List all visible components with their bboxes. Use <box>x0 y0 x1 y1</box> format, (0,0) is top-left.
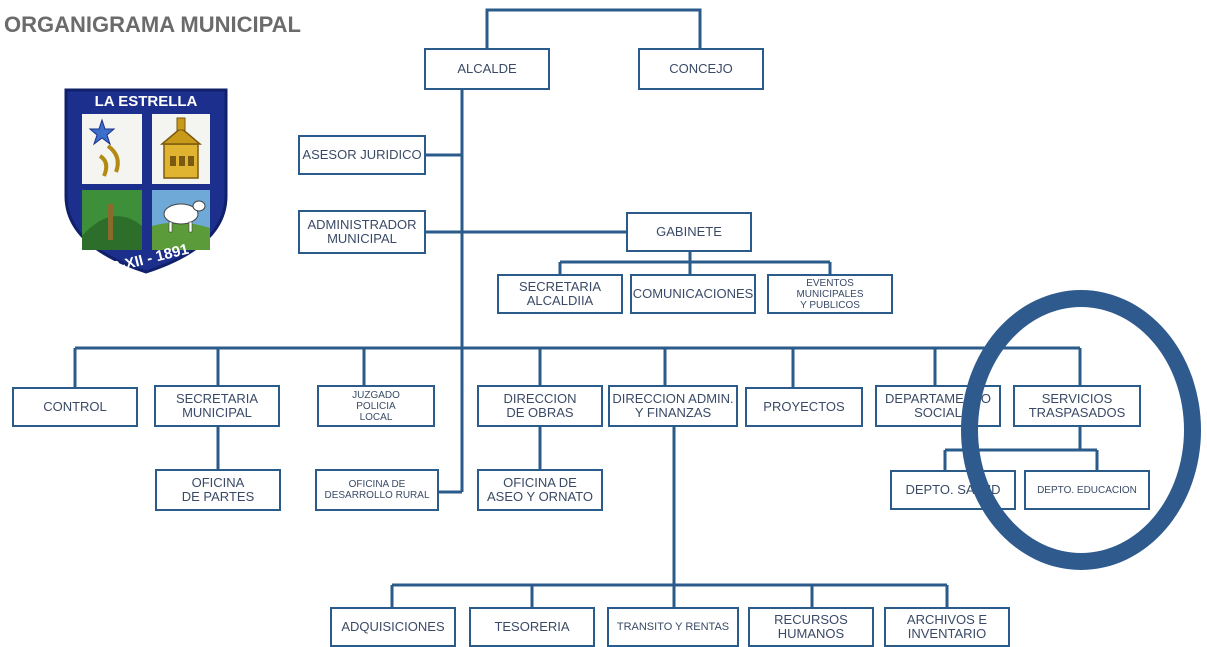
node-control: CONTROL <box>12 387 138 427</box>
node-oficina-partes: OFICINA DE PARTES <box>155 469 281 511</box>
node-tesoreria: TESORERIA <box>469 607 595 647</box>
node-proyectos: PROYECTOS <box>745 387 863 427</box>
node-oficina-desarrollo-rural: OFICINA DE DESARROLLO RURAL <box>315 469 439 511</box>
node-comunicaciones: COMUNICACIONES <box>630 274 756 314</box>
node-gabinete: GABINETE <box>626 212 752 252</box>
node-recursos-humanos: RECURSOS HUMANOS <box>748 607 874 647</box>
node-eventos: EVENTOS MUNICIPALES Y PUBLICOS <box>767 274 893 314</box>
node-oficina-aseo: OFICINA DE ASEO Y ORNATO <box>477 469 603 511</box>
node-alcalde: ALCALDE <box>424 48 550 90</box>
node-archivos-inventario: ARCHIVOS E INVENTARIO <box>884 607 1010 647</box>
crest-name: LA ESTRELLA <box>95 93 198 110</box>
node-secretaria-municipal: SECRETARIA MUNICIPAL <box>154 385 280 427</box>
node-direccion-admin: DIRECCION ADMIN. Y FINANZAS <box>608 385 738 427</box>
node-transito-rentas: TRANSITO Y RENTAS <box>607 607 739 647</box>
chart-title: ORGANIGRAMA MUNICIPAL <box>4 12 301 37</box>
highlight-circle <box>961 290 1201 570</box>
node-concejo: CONCEJO <box>638 48 764 90</box>
node-adquisiciones: ADQUISICIONES <box>330 607 456 647</box>
municipal-crest-logo: LA ESTRELLA 22-XII - 1891 <box>64 88 228 276</box>
node-secretaria-alcaldia: SECRETARIA ALCALDIIA <box>497 274 623 314</box>
node-direccion-obras: DIRECCION DE OBRAS <box>477 385 603 427</box>
node-administrador-municipal: ADMINISTRADOR MUNICIPAL <box>298 210 426 254</box>
node-asesor-juridico: ASESOR JURIDICO <box>298 135 426 175</box>
node-juzgado: JUZGADO POLICIA LOCAL <box>317 385 435 427</box>
